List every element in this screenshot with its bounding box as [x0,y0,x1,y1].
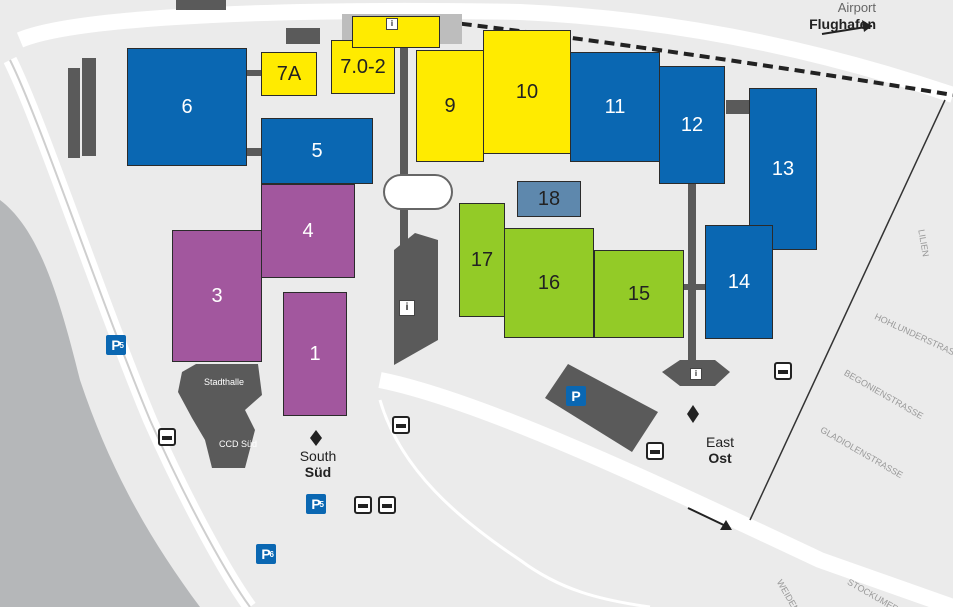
hall-9[interactable]: 9 [416,50,484,162]
entrance-arrow-icon [310,430,322,446]
hall-7a[interactable]: 7A [261,52,317,96]
hall-8-top[interactable] [352,16,440,48]
central-building [394,233,438,365]
stadthalle-ccd [178,364,262,468]
airport-arrow-icon [862,20,872,32]
east-road [378,372,953,607]
hall-17[interactable]: 17 [459,203,505,317]
north-road [16,2,953,103]
hall-11[interactable]: 11 [570,52,660,162]
bus-icon[interactable] [392,416,410,434]
bus-icon[interactable] [158,428,176,446]
hall-4[interactable]: 4 [261,184,355,278]
entrance-south: South Süd [290,448,346,480]
hall-3[interactable]: 3 [172,230,262,362]
hall-14[interactable]: 14 [705,225,773,339]
airport-label: Airport Flughafen [780,0,876,32]
entrance-east: East Ost [692,434,748,466]
entrance-arrow-icon [687,405,699,423]
stadthalle-label: Stadthalle [203,377,245,387]
bus-icon[interactable] [774,362,792,380]
hall-12[interactable]: 12 [659,66,725,184]
hall-15[interactable]: 15 [594,250,684,338]
entrance-east-en: East [705,434,734,450]
hall-5[interactable]: 5 [261,118,373,184]
bus-icon[interactable] [646,442,664,460]
hall-1[interactable]: 1 [283,292,347,416]
railway [429,18,953,97]
airport-de: Flughafen [809,16,876,32]
hall-7-0-2[interactable]: 7.0-2 [331,40,395,94]
entrance-south-en: South [299,448,337,464]
airport-en: Airport [837,0,876,15]
hall-6[interactable]: 6 [127,48,247,166]
direction-arrow-icon [720,520,732,530]
hall-18[interactable]: 18 [517,181,581,217]
hall-13[interactable]: 13 [749,88,817,250]
info-icon[interactable]: i [399,300,415,316]
river [0,200,200,607]
info-icon[interactable]: i [690,368,702,380]
ccd-sued-label: CCD Süd [218,439,257,449]
hall-10[interactable]: 10 [483,30,571,154]
hall-16[interactable]: 16 [504,228,594,338]
info-icon[interactable]: i [386,18,398,30]
parking-garage-icon[interactable]: P [566,386,586,406]
entrance-east-de: Ost [708,450,732,466]
bus-icon[interactable] [378,496,396,514]
bus-icon[interactable] [354,496,372,514]
entrance-south-de: Süd [304,464,332,480]
